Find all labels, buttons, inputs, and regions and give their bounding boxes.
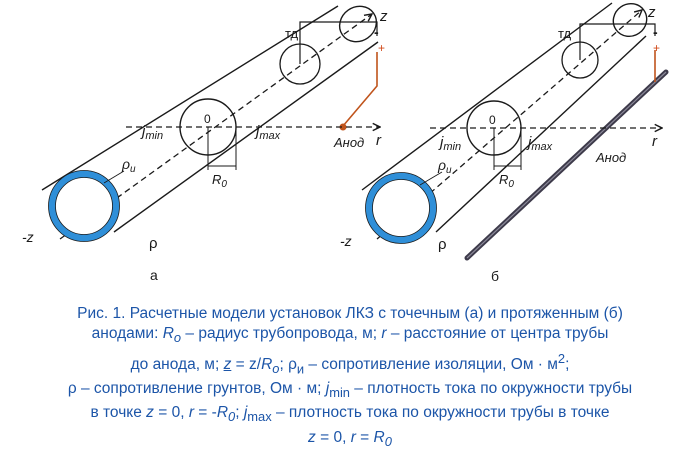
panel-a: z тд - + 0 jmin jmax r Анод R0 ρи -z ρ а: [22, 5, 388, 283]
caption-line-4: ρ – сопротивление грунтов, Ом · м; jmin …: [67, 379, 633, 401]
pipe-b: [361, 2, 648, 233]
label-jmin-b: jmin: [438, 134, 461, 153]
label-plus-a: +: [378, 41, 385, 55]
label-jmax-a: jmax: [254, 123, 281, 142]
label-neg-z-a: -z: [22, 229, 34, 245]
label-z-a: z: [379, 8, 388, 25]
panel-letter-b: б: [491, 268, 499, 284]
label-R0-b: R0: [499, 172, 514, 190]
label-minus-a: -: [374, 24, 379, 40]
label-R0-a: R0: [212, 172, 227, 190]
z-axis-b: [376, 10, 642, 240]
td-connection-b: [579, 23, 656, 60]
label-jmin-a: jmin: [140, 123, 163, 142]
label-minus-b: -: [653, 24, 658, 40]
lead-wire-a: [342, 52, 378, 127]
label-neg-z-b: -z: [340, 233, 352, 249]
caption-line-5: в точке z = 0, r = -R0; jmax – плотность…: [90, 404, 610, 425]
point-anode-a: [339, 123, 347, 131]
caption-line-1: Рис. 1. Расчетные модели установок ЛКЗ с…: [77, 305, 623, 322]
pipe-end-ring-a: [48, 170, 120, 242]
label-o-a: 0: [204, 112, 211, 126]
label-o-b: 0: [489, 113, 496, 127]
td-connection-a: [299, 21, 378, 64]
caption-line-3: до анода, м; z = z/Ro; ρи – сопротивлени…: [130, 350, 570, 376]
panel-letter-a: а: [150, 267, 158, 283]
caption-line-6: z = 0, r = R0: [308, 428, 392, 449]
label-jmax-b: jmax: [526, 134, 553, 153]
label-plus-b: +: [653, 41, 660, 55]
figure-caption: Рис. 1. Расчетные модели установок ЛКЗ с…: [12, 304, 688, 452]
panel-b: z тд - + 0 jmin jmax r Анод R0 ρи -z ρ б: [340, 2, 669, 284]
label-r-b: r: [652, 133, 658, 150]
label-anode-a: Анод: [333, 135, 364, 150]
label-rho-i-b: ρи: [437, 157, 452, 176]
label-anode-b: Анод: [595, 150, 626, 165]
label-r-a: r: [376, 132, 382, 149]
label-td-a: тд: [285, 26, 299, 41]
label-z-b: z: [647, 4, 656, 21]
caption-line-2: анодами: Ro – радиус трубопровода, м; r …: [91, 325, 609, 346]
label-rho-i-a: ρи: [121, 156, 136, 175]
pipeline-diagram: z тд - + 0 jmin jmax r Анод R0 ρи -z ρ а: [22, 2, 669, 284]
label-rho-b: ρ: [438, 236, 447, 253]
pipe-end-ring-b: [365, 172, 437, 244]
label-rho-a: ρ: [149, 235, 158, 252]
pipe-a: [41, 5, 379, 233]
label-td-b: тд: [558, 26, 572, 41]
